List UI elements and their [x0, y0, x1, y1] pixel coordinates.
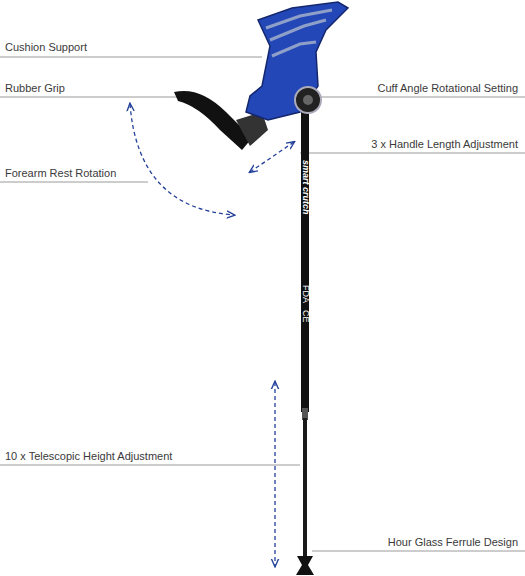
shaft-marking: CE [301, 310, 310, 323]
angle-dial [295, 87, 321, 113]
motion-arrows [130, 104, 294, 566]
upper-shaft [301, 112, 309, 412]
part-label: Rubber Grip [5, 82, 65, 95]
shaft-marking: FDA [301, 285, 310, 303]
part-label: 10 x Telescopic Height Adjustment [5, 450, 172, 463]
shaft-marking: smart crutch [301, 160, 310, 215]
part-label: Cushion Support [5, 41, 87, 54]
part-label: Cuff Angle Rotational Setting [378, 82, 518, 95]
ferrule [296, 556, 314, 575]
part-label: Hour Glass Ferrule Design [388, 536, 518, 549]
part-label: 3 x Handle Length Adjustment [371, 138, 518, 151]
cushion-stripes [266, 10, 332, 56]
lower-shaft [303, 418, 307, 558]
cuff [246, 2, 348, 120]
dial-center [303, 95, 313, 105]
part-label: Forearm Rest Rotation [5, 167, 116, 180]
leader-lines [0, 57, 525, 551]
